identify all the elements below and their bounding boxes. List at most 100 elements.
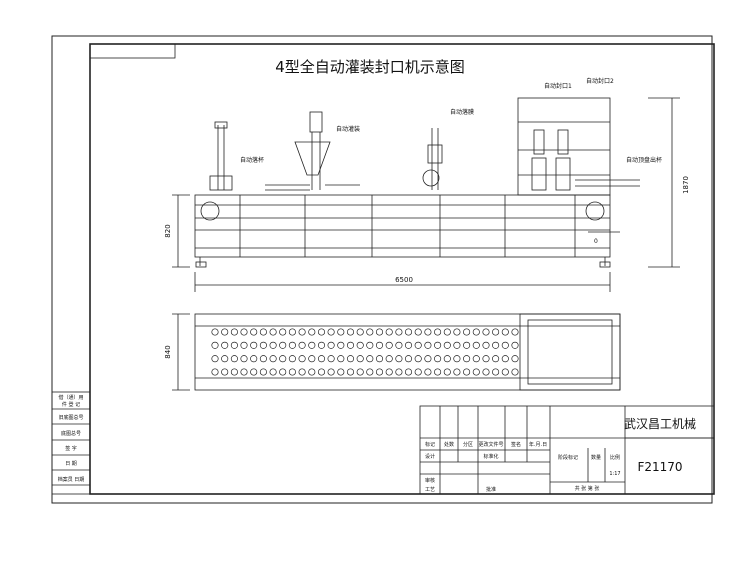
cup-slot: [240, 328, 248, 336]
cup-slot: [250, 368, 258, 376]
weight-label: 数量: [591, 454, 601, 461]
cup-slot: [317, 328, 326, 336]
ratio-label: 比例: [610, 454, 620, 461]
cup-slot: [472, 355, 480, 363]
cup-slot: [288, 341, 296, 349]
cup-slot: [346, 328, 355, 336]
cup-slot: [492, 328, 500, 336]
side-stamp: [51, 391, 91, 495]
cup-slot: [375, 355, 384, 363]
dim-height: 1870: [682, 176, 690, 194]
cup-slot: [337, 341, 345, 349]
cup-slot: [269, 355, 277, 363]
cup-slot: [395, 368, 403, 376]
header-count: 处数: [444, 441, 454, 448]
scale-value: 1:17: [609, 471, 620, 477]
design-label: 设计: [425, 453, 435, 460]
cup-slot: [366, 341, 374, 349]
cup-slot: [414, 355, 422, 363]
cup-slot: [250, 328, 258, 336]
cup-slot: [482, 341, 490, 349]
cup-slot: [501, 368, 509, 376]
label-cup-dropper: 自动落杯: [240, 156, 264, 164]
cup-slot: [211, 341, 219, 349]
cup-slot: [424, 341, 432, 349]
cup-slot: [211, 368, 219, 376]
cup-slot: [279, 341, 287, 349]
cup-slot: [298, 368, 306, 376]
cup-slot: [346, 355, 355, 363]
cup-slot: [230, 328, 238, 336]
cup-slot: [337, 368, 345, 376]
cup-slot: [385, 341, 393, 349]
cup-slot: [424, 328, 432, 336]
cup-slot: [366, 368, 374, 376]
cup-slot: [375, 341, 384, 349]
cup-slot: [240, 368, 248, 376]
cup-slot: [288, 368, 296, 376]
cup-slot: [269, 341, 277, 349]
cup-slot: [211, 328, 219, 336]
cup-slot: [259, 328, 267, 336]
cup-slot: [424, 368, 432, 376]
cup-slot: [511, 368, 519, 376]
cup-slot: [443, 355, 451, 363]
cup-slot: [472, 341, 480, 349]
cup-slot: [404, 355, 413, 363]
stamp-row-5: 签 字: [65, 445, 77, 452]
cup-slot: [230, 341, 238, 349]
cup-slot: [269, 368, 277, 376]
cup-slot: [356, 368, 364, 376]
cup-slot: [221, 355, 229, 363]
cup-slot: [472, 328, 480, 336]
cup-slot: [308, 368, 316, 376]
label-filler: 自动灌装: [336, 125, 360, 133]
cup-slot: [501, 328, 509, 336]
stamp-row-6: 日 期: [65, 461, 77, 467]
cup-slot: [279, 355, 287, 363]
cup-slot: [250, 355, 258, 363]
cup-slot: [259, 341, 267, 349]
cup-slot: [434, 341, 442, 349]
drawing-title: 4型全自动灌装封口机示意图: [275, 58, 465, 76]
stage-mark-label: 阶段标记: [558, 454, 578, 461]
cup-slot: [327, 355, 335, 363]
cup-slot: [453, 341, 461, 349]
cup-slot: [230, 368, 238, 376]
cup-slot: [346, 368, 355, 376]
cup-slot: [453, 355, 461, 363]
cup-grid: [211, 328, 519, 376]
cup-slot: [259, 368, 267, 376]
header-mark: 标记: [425, 441, 435, 448]
cup-slot: [443, 368, 451, 376]
cup-slot: [356, 328, 364, 336]
cup-slot: [308, 328, 316, 336]
cup-slot: [482, 368, 490, 376]
cup-slot: [288, 355, 296, 363]
stamp-row-3: 旧底图总号: [58, 414, 83, 421]
cup-slot: [327, 341, 335, 349]
approve-label: 批准: [486, 486, 496, 493]
cup-slot: [511, 341, 519, 349]
header-zone: 分区: [463, 441, 473, 448]
cup-slot: [482, 328, 490, 336]
dim-plan-width: 840: [164, 345, 172, 358]
inner-border: [89, 43, 715, 495]
cup-slot: [404, 368, 413, 376]
cup-slot: [443, 328, 451, 336]
cup-slot: [395, 341, 403, 349]
process-label: 工艺: [425, 487, 435, 493]
cup-slot: [240, 355, 248, 363]
cup-slot: [346, 341, 355, 349]
cup-slot: [395, 355, 403, 363]
cup-slot: [221, 341, 229, 349]
cup-slot: [492, 368, 500, 376]
cup-slot: [414, 328, 422, 336]
cup-slot: [221, 328, 229, 336]
cup-slot: [337, 355, 345, 363]
cup-slot: [385, 355, 393, 363]
cup-slot: [404, 328, 413, 336]
cup-slot: [395, 328, 403, 336]
cup-slot: [211, 355, 219, 363]
cup-slot: [317, 368, 326, 376]
